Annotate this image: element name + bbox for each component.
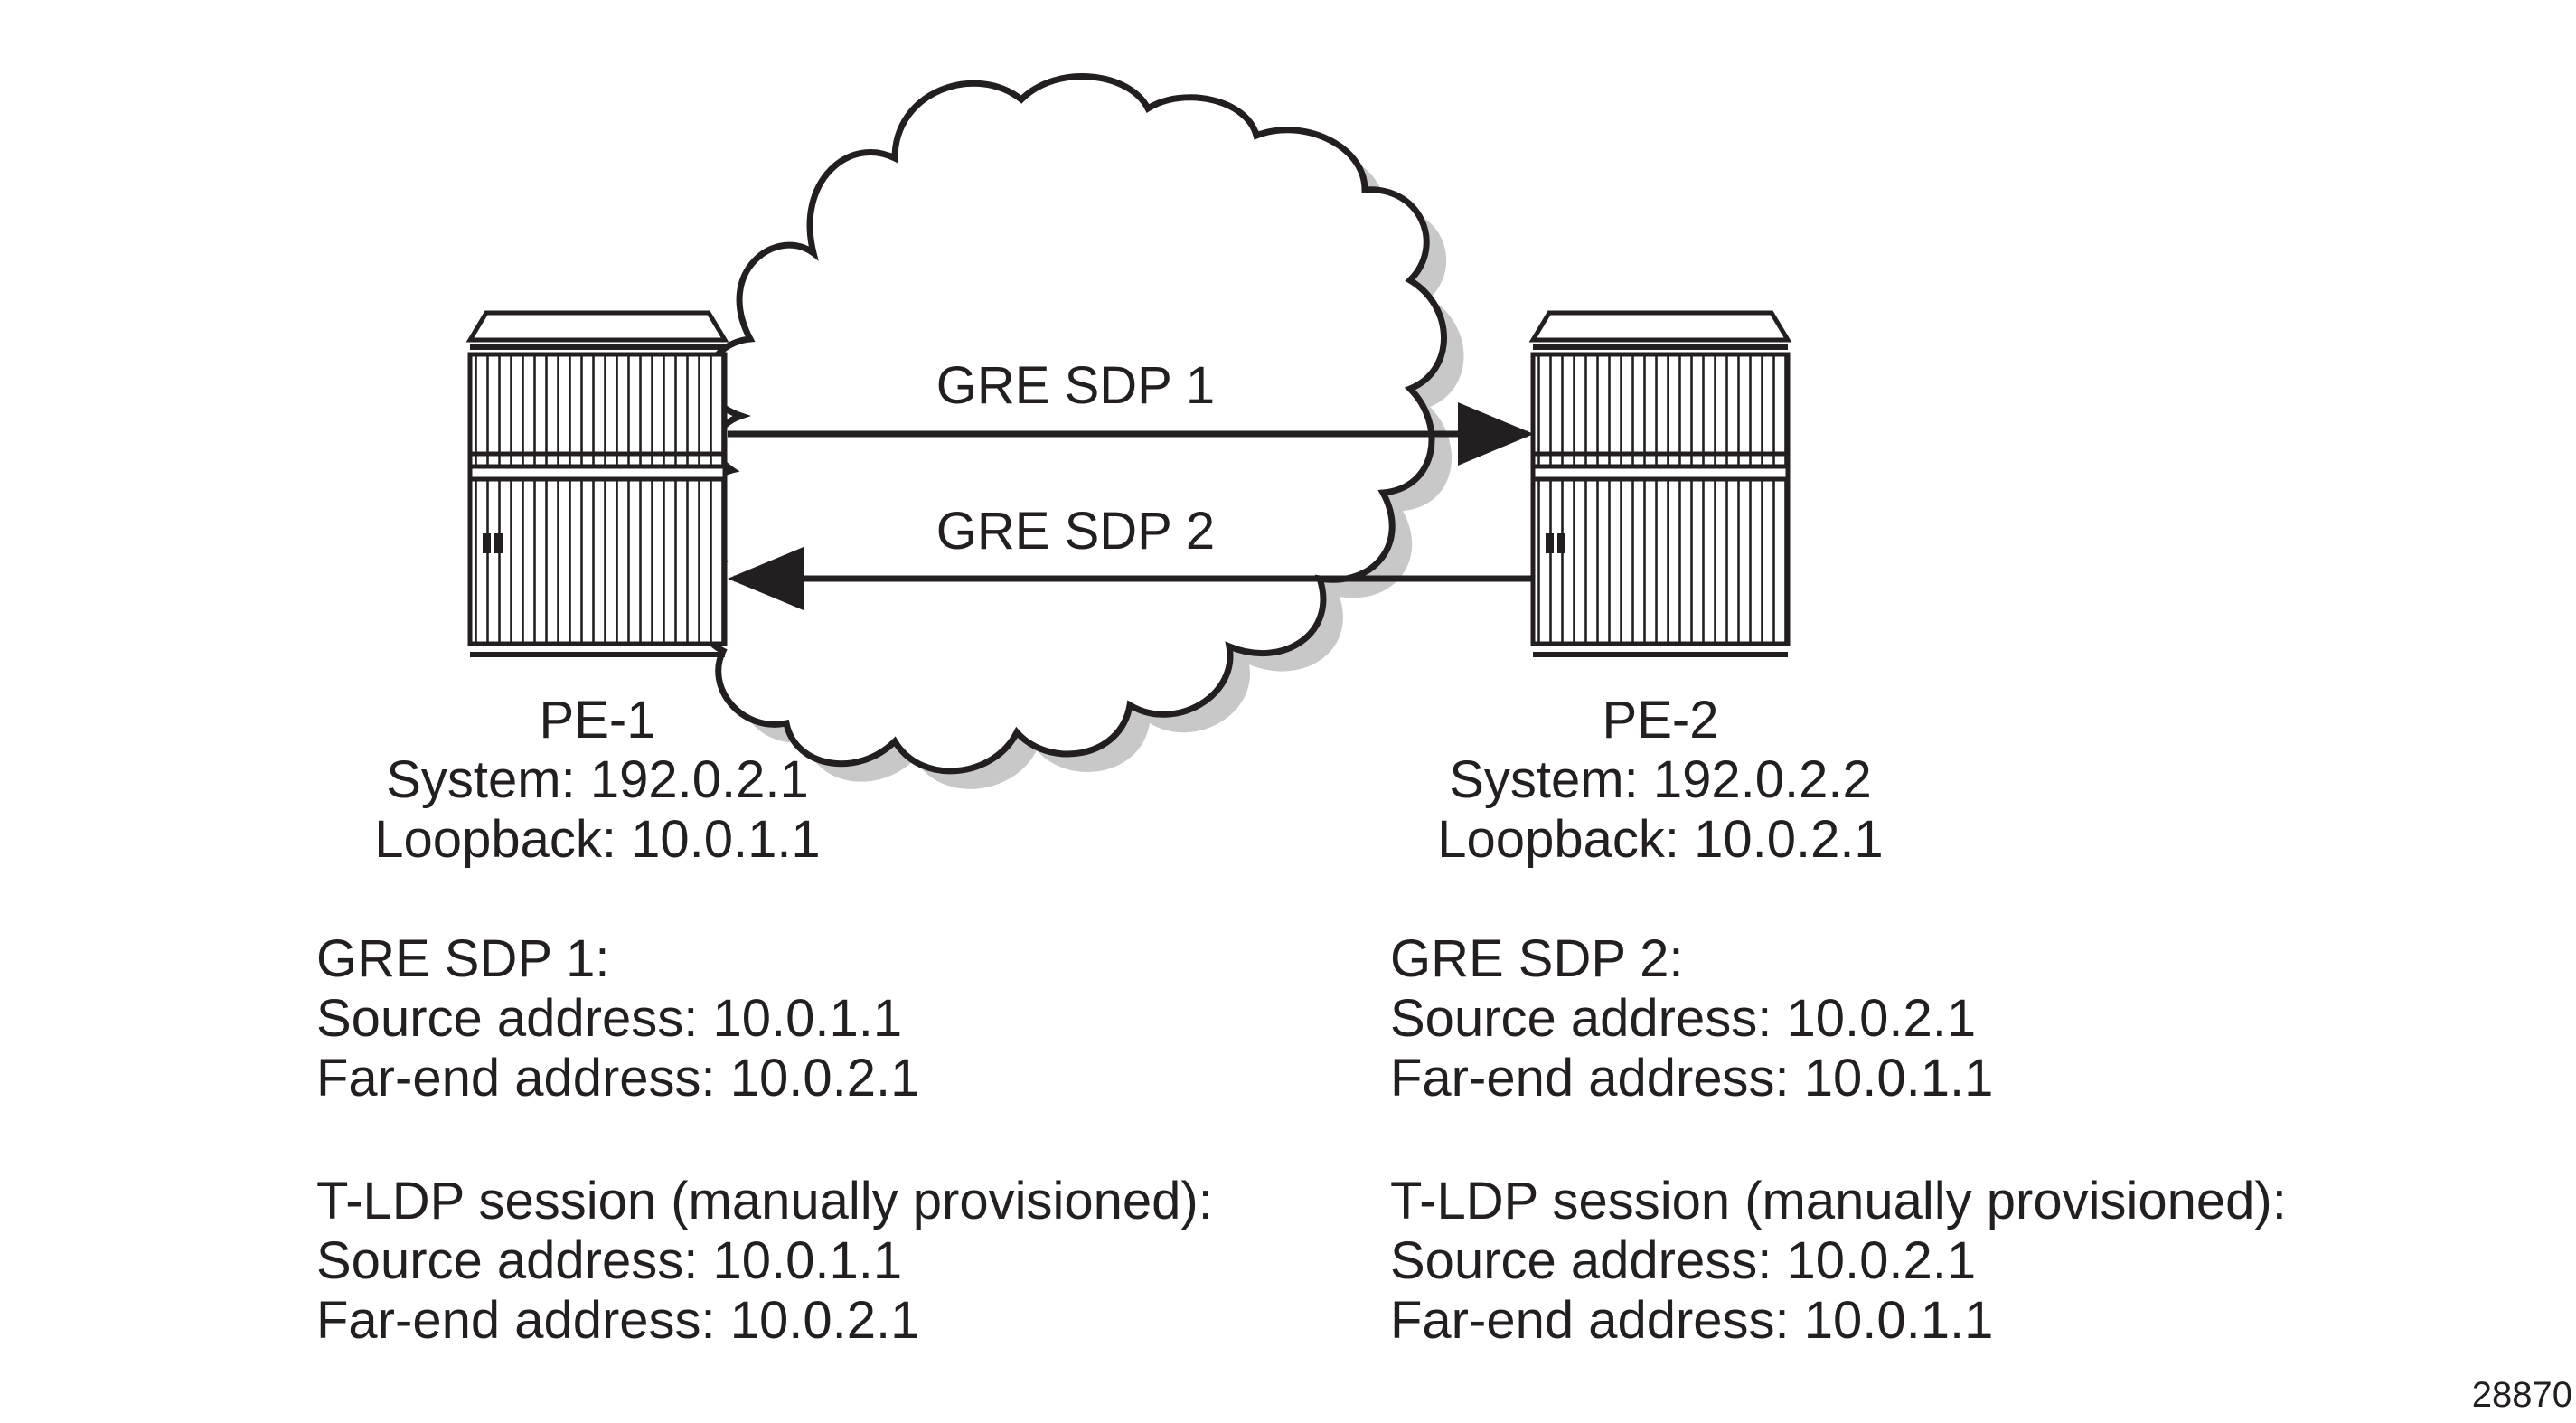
figure-number: 28870 xyxy=(2471,1375,2572,1415)
pe1-router-icon xyxy=(465,310,729,657)
gre-sdp1-label: GRE SDP 1 xyxy=(935,356,1216,415)
left-tldp-source: Source address: 10.0.1.1 xyxy=(316,1231,903,1290)
pe2-name: PE-2 xyxy=(1602,691,1719,749)
right-sdp-source: Source address: 10.0.2.1 xyxy=(1390,989,1977,1048)
pe2-system: System: 192.0.2.2 xyxy=(1449,750,1872,809)
cloud-icon xyxy=(692,73,1464,789)
left-tldp-far-end: Far-end address: 10.0.2.1 xyxy=(316,1291,920,1350)
gre-sdp2-label: GRE SDP 2 xyxy=(935,502,1216,561)
left-sdp-source: Source address: 10.0.1.1 xyxy=(316,989,903,1048)
pe1-name: PE-1 xyxy=(539,691,656,749)
left-sdp-far-end: Far-end address: 10.0.2.1 xyxy=(316,1049,920,1107)
right-sdp-title: GRE SDP 2: xyxy=(1390,929,1684,988)
pe2-loopback: Loopback: 10.0.2.1 xyxy=(1437,810,1884,869)
pe1-loopback: Loopback: 10.0.1.1 xyxy=(374,810,821,869)
pe2-router-icon xyxy=(1528,310,1792,657)
right-tldp-far-end: Far-end address: 10.0.1.1 xyxy=(1390,1291,1994,1350)
right-tldp-source: Source address: 10.0.2.1 xyxy=(1390,1231,1977,1290)
right-sdp-far-end: Far-end address: 10.0.1.1 xyxy=(1390,1049,1994,1107)
right-tldp-title: T-LDP session (manually provisioned): xyxy=(1390,1172,2287,1230)
left-sdp-title: GRE SDP 1: xyxy=(316,929,610,988)
pe1-system: System: 192.0.2.1 xyxy=(386,750,809,809)
left-tldp-title: T-LDP session (manually provisioned): xyxy=(316,1172,1213,1230)
